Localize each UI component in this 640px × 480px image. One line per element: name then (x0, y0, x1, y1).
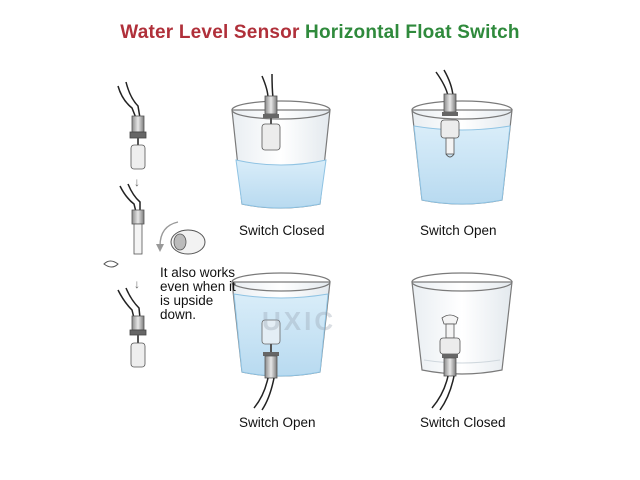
sensor-step-3 (117, 287, 147, 368)
watermark: UXIC (262, 306, 337, 336)
float-part (170, 229, 206, 255)
note-line-2: even when it (160, 279, 236, 294)
title-part-float-switch: Horizontal Float Switch (305, 22, 520, 43)
caption-panel-4: Switch Closed (420, 415, 506, 430)
panel-3-illustration (231, 272, 331, 411)
diagram-title: Water Level Sensor Horizontal Float Swit… (0, 22, 640, 44)
title-part-sensor: Water Level Sensor (120, 22, 300, 43)
sensor-step-2 (119, 183, 145, 255)
upside-down-note: It also works even when it is upside dow… (160, 266, 270, 322)
arrow-down-1: ↓ (134, 175, 140, 189)
sensor-step-1 (117, 81, 147, 170)
caption-panel-3: Switch Open (239, 415, 316, 430)
retaining-clip-icon (103, 260, 119, 268)
caption-panel-2: Switch Open (420, 223, 497, 238)
note-line-3: is upside (160, 293, 214, 308)
assembly-steps: ↓ ↓ (103, 81, 206, 368)
note-line-4: down. (160, 307, 197, 322)
panel-2-illustration (411, 69, 513, 205)
caption-panel-1: Switch Closed (239, 223, 325, 238)
arrow-down-2: ↓ (134, 277, 140, 291)
panel-4-illustration (411, 272, 513, 411)
rotate-arrow-icon (156, 221, 179, 252)
note-line-1: It also works (160, 265, 236, 280)
panel-1-illustration (231, 73, 331, 209)
